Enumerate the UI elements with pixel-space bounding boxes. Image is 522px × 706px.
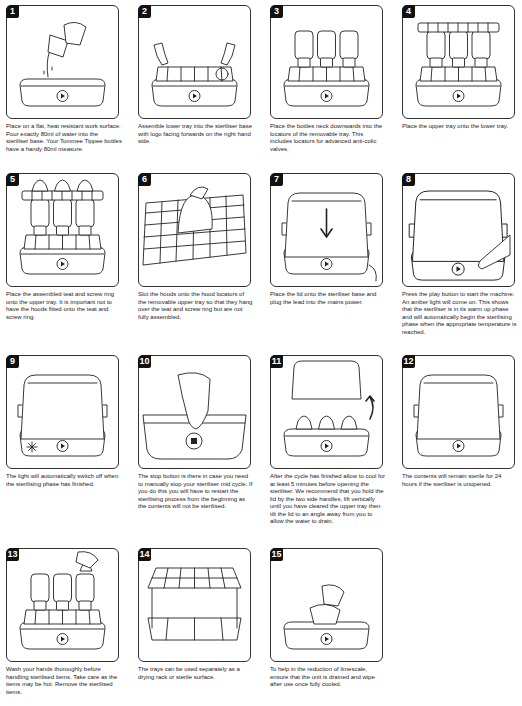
step-panel: 1Place on a flat, heat resistant work su… [6,5,119,119]
step-number: 14 [138,548,151,561]
step-panel: 8Press the play button to start the mach… [402,173,515,287]
step-panel: 11After the cycle has finished allow to … [270,355,383,469]
step-number: 10 [138,355,151,368]
step-caption: The trays can be used separately as a dr… [138,666,254,681]
step-caption: To help in the reduction of limescale, e… [270,666,386,689]
step-caption: Wash your hands thoroughly before handli… [6,666,122,696]
step-caption: The light will automatically switch off … [6,473,122,488]
step-caption: The stop button is there in case you nee… [138,473,254,511]
step-number: 7 [270,173,283,186]
step-caption: The contents will remain sterile for 24 … [402,473,518,488]
step-number: 5 [6,173,19,186]
step-panel: 7Place the lid onto the steriliser base … [270,173,383,287]
step-caption: Place the upper tray onto the lower tray… [402,123,518,131]
step-number: 1 [6,5,19,18]
step-panel: 13Wash your hands thoroughly before hand… [6,548,119,662]
step-number: 8 [402,173,415,186]
step-number: 6 [138,173,151,186]
step-number: 11 [270,355,283,368]
step-caption: Place the lid onto the steriliser base a… [270,291,386,306]
step-panel: 15To help in the reduction of limescale,… [270,548,383,662]
step-number: 3 [270,5,283,18]
step-number: 13 [6,548,19,561]
step-caption: Place the bottles neck downwards into th… [270,123,386,153]
step-panel: 3Place the bottles neck downwards into t… [270,5,383,119]
step-caption: Place the assembled teat and screw ring … [6,291,122,321]
step-number: 12 [402,355,415,368]
step-panel: 2Assemble lower tray into the steriliser… [138,5,251,119]
step-panel: 10The stop button is there in case you n… [138,355,251,469]
step-caption: Place on a flat, heat resistant work sur… [6,123,122,153]
step-panel: 9The light will automatically switch off… [6,355,119,469]
step-number: 4 [402,5,415,18]
step-panel: 12The contents will remain sterile for 2… [402,355,515,469]
step-number: 15 [270,548,283,561]
step-number: 2 [138,5,151,18]
step-caption: Slot the hoods onto the hood locators of… [138,291,254,321]
step-panel: 4Place the upper tray onto the lower tra… [402,5,515,119]
step-caption: Press the play button to start the machi… [402,291,518,336]
step-caption: Assemble lower tray into the steriliser … [138,123,254,146]
step-number: 9 [6,355,19,368]
step-panel: 14The trays can be used separately as a … [138,548,251,662]
step-panel: 6Slot the hoods onto the hood locators o… [138,173,251,287]
step-caption: After the cycle has finished allow to co… [270,473,386,526]
step-panel: 5Place the assembled teat and screw ring… [6,173,119,287]
